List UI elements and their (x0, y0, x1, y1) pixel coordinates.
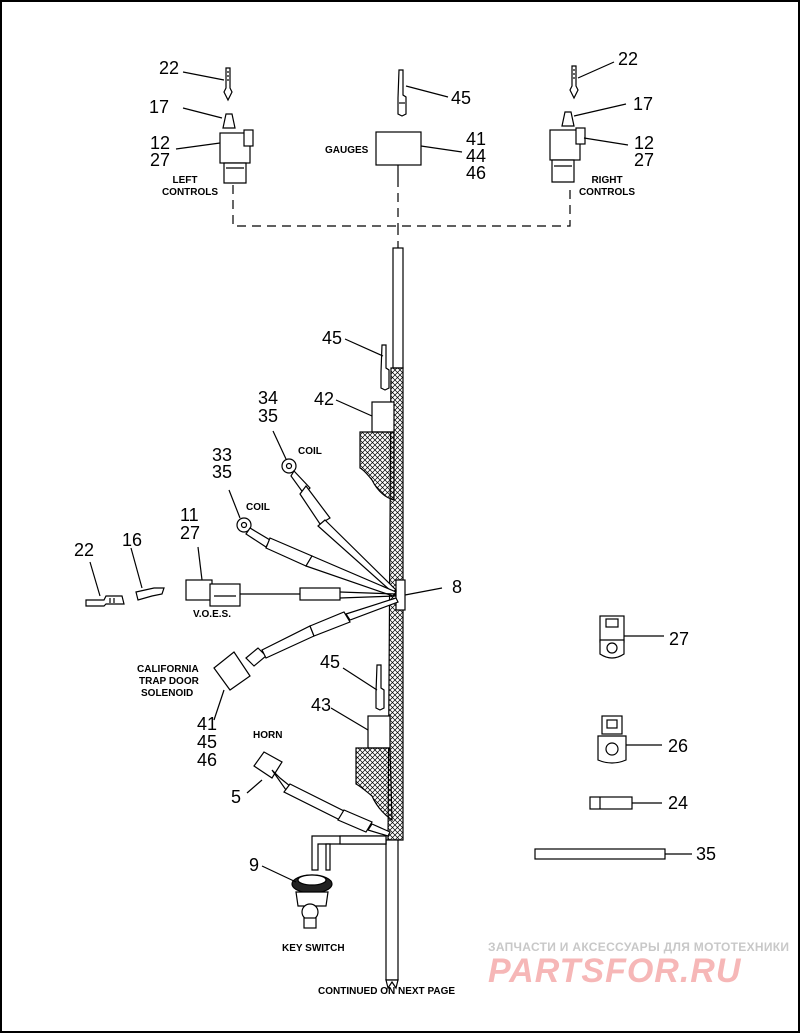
callout-5: 5 (231, 787, 242, 807)
label-california-2: TRAP DOOR (139, 676, 199, 687)
label-left-controls-2: CONTROLS (161, 187, 219, 198)
gauges-connector (375, 69, 463, 178)
callout-26-part: 26 (668, 736, 689, 756)
label-california-3: SOLENOID (141, 688, 194, 699)
solenoid-branch (213, 597, 399, 721)
connector-43 (330, 664, 393, 822)
label-continued: CONTINUED ON NEXT PAGE (318, 986, 456, 997)
callout-45-upper: 45 (322, 328, 343, 348)
callout-35-coil1: 35 (258, 406, 279, 426)
label-gauges: GAUGES (325, 145, 369, 156)
connector-42 (335, 338, 395, 501)
label-key-switch: KEY SWITCH (282, 943, 345, 954)
callout-45-gauges: 45 (451, 88, 472, 108)
callout-11: 11 (180, 505, 199, 525)
callout-35-part: 35 (696, 844, 717, 864)
label-right-controls-1: RIGHT (591, 175, 623, 186)
callout-12-right: 12 (634, 133, 655, 153)
callout-42: 42 (314, 389, 335, 409)
watermark-logo: PARTSFOR.RU (488, 952, 742, 990)
callout-8: 8 (452, 577, 463, 597)
coil-branch-2 (228, 489, 397, 597)
callout-22-left: 22 (159, 58, 180, 78)
callout-45-lower: 45 (320, 652, 341, 672)
part-27-terminal-lock (599, 615, 664, 659)
label-left-controls-1: LEFT (172, 175, 198, 186)
watermark-tagline: ЗАПЧАСТИ И АКСЕССУАРЫ ДЛЯ МОТОТЕХНИКИ (488, 940, 790, 954)
callout-17-left: 17 (149, 97, 170, 117)
label-coil-1: COIL (298, 446, 322, 457)
callout-41-gauges: 41 (466, 129, 487, 149)
part-24-fuse (589, 796, 662, 810)
callout-24-part: 24 (668, 793, 689, 813)
coil-branch-1 (272, 430, 398, 593)
callout-9: 9 (249, 855, 260, 875)
left-controls-connector (175, 67, 254, 184)
label-coil-2: COIL (246, 502, 270, 513)
voes-terminals (85, 547, 165, 607)
callout-22-right: 22 (618, 49, 639, 69)
callout-27-voes: 27 (180, 523, 201, 543)
callout-27-part: 27 (669, 629, 690, 649)
callout-27-right: 27 (634, 150, 655, 170)
part-26-terminal-lock (597, 715, 662, 764)
horn-branch (246, 751, 391, 837)
callout-22-voes: 22 (74, 540, 95, 560)
callout-12-left: 12 (150, 133, 171, 153)
label-california-1: CALIFORNIA (137, 664, 199, 675)
callout-17-right: 17 (633, 94, 654, 114)
callout-34: 34 (258, 388, 279, 408)
callout-16: 16 (122, 530, 143, 550)
part-35-conduit (534, 848, 692, 860)
key-switch-branch (261, 835, 387, 929)
main-harness-trunk (385, 247, 404, 990)
callout-43: 43 (311, 695, 332, 715)
junction-8 (395, 579, 443, 611)
callout-35-coil2: 35 (212, 462, 233, 482)
callout-46-gauges: 46 (466, 163, 487, 183)
dashed-connection (232, 178, 571, 248)
callout-27-left: 27 (150, 150, 171, 170)
label-right-controls-2: CONTROLS (578, 187, 636, 198)
callout-41-solenoid: 41 (197, 714, 218, 734)
callout-45-solenoid: 45 (197, 732, 218, 752)
right-controls-connector (549, 61, 629, 183)
voes-branch (185, 546, 397, 607)
callout-33: 33 (212, 445, 233, 465)
label-horn: HORN (253, 730, 283, 741)
callout-46-solenoid: 46 (197, 750, 218, 770)
label-voes: V.O.E.S. (193, 609, 231, 620)
callout-44-gauges: 44 (466, 146, 487, 166)
